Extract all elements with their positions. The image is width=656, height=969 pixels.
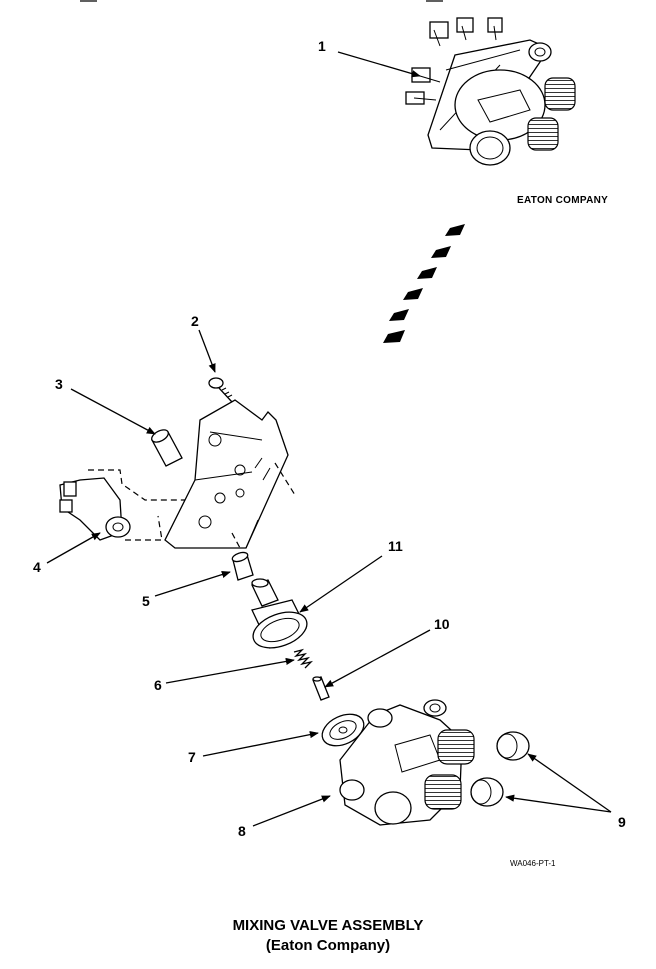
manufacturer-label: EATON COMPANY	[517, 195, 608, 206]
inlet-screens	[470, 731, 530, 807]
diagram-subtitle: (Eaton Company)	[265, 937, 391, 954]
armature-tube	[251, 578, 308, 649]
diaphragm	[321, 713, 365, 747]
callout-11: 11	[388, 538, 403, 554]
callout-9: 9	[618, 814, 626, 830]
leader-lines	[46, 51, 612, 827]
callout-4: 4	[33, 559, 41, 575]
mounting-bracket	[164, 399, 289, 549]
callout-8: 8	[238, 823, 246, 839]
drawing-code: WA046-PT-1	[510, 859, 556, 868]
valve-body	[339, 699, 475, 826]
bushing-upper	[151, 429, 183, 467]
callout-3: 3	[55, 376, 63, 392]
callout-1: 1	[318, 38, 326, 54]
plunger	[312, 676, 330, 701]
diagram-title: MIXING VALVE ASSEMBLY	[232, 917, 424, 934]
screw	[208, 377, 233, 403]
callout-6: 6	[154, 677, 162, 693]
callout-2: 2	[191, 313, 199, 329]
solenoid-coil	[59, 477, 131, 541]
callout-7: 7	[188, 749, 196, 765]
complete-valve-assembly	[405, 17, 576, 166]
explosion-direction-arrows	[383, 224, 465, 343]
callout-5: 5	[142, 593, 150, 609]
spring	[293, 648, 314, 669]
callout-10: 10	[434, 616, 450, 632]
bushing-lower	[231, 551, 254, 581]
